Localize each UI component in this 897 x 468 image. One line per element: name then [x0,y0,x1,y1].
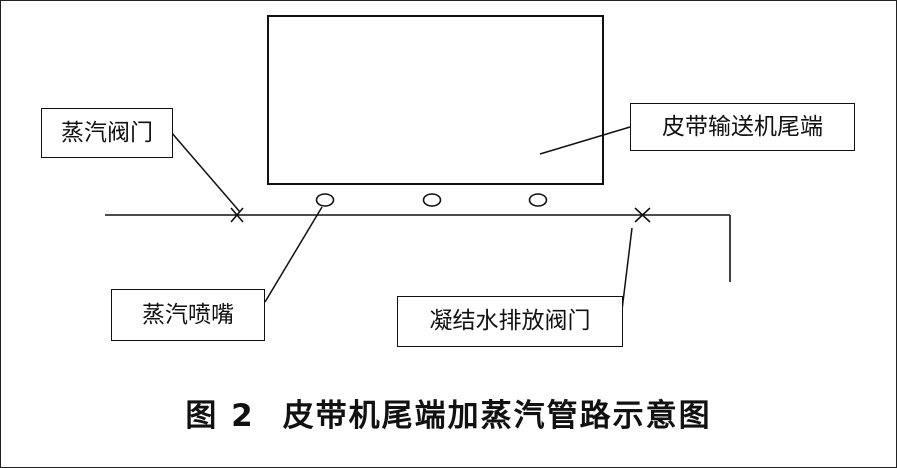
leader-drain-valve [621,227,633,311]
figure-title: 皮带机尾端加蒸汽管路示意图 [282,398,712,434]
leader-steam-valve [170,131,241,213]
steam-nozzle [528,193,548,207]
label-condensate-drain-valve: 凝结水排放阀门 [397,296,623,347]
label-steam-valve: 蒸汽阀门 [41,108,173,158]
belt-conveyor-tail-body [267,15,604,185]
figure-caption: 图 2 皮带机尾端加蒸汽管路示意图 [0,390,897,435]
label-belt-conveyor-tail: 皮带输送机尾端 [630,103,855,151]
steam-nozzle [315,193,335,207]
drain-valve-mark [634,207,651,223]
label-steam-nozzle: 蒸汽喷嘴 [111,289,265,341]
figure-number: 图 2 [185,398,255,434]
leader-conveyor-tail [539,126,631,155]
steam-valve-mark [230,207,244,223]
leader-steam-nozzle [264,206,323,303]
steam-nozzle [422,193,442,207]
